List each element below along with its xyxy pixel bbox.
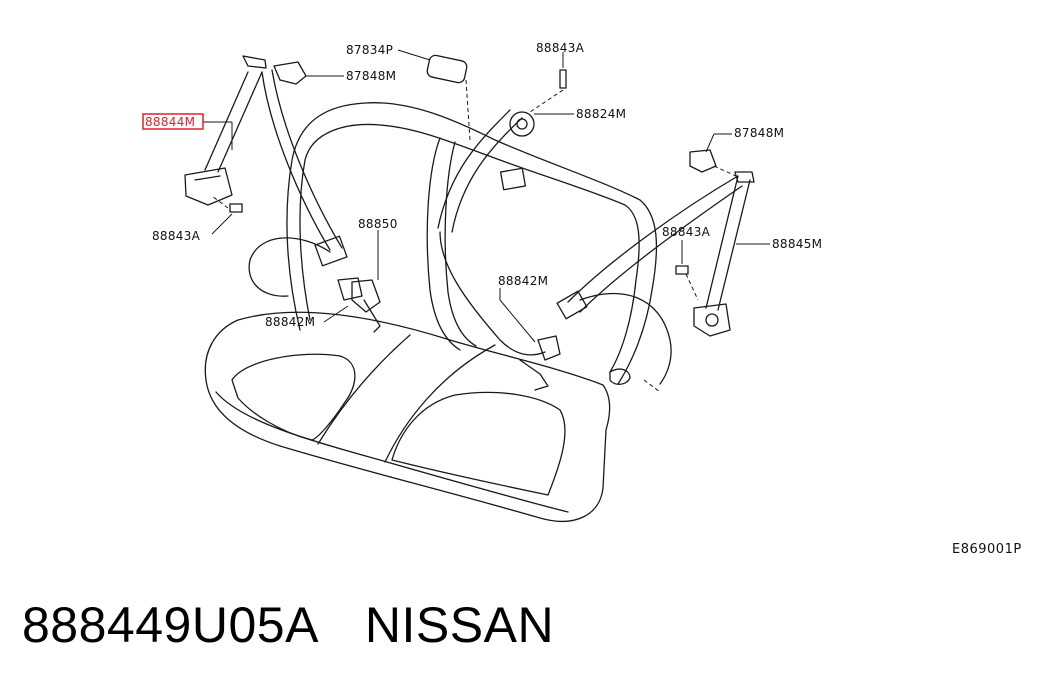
part-number: 888449U05A bbox=[22, 597, 319, 653]
dash-left-anchor bbox=[643, 379, 661, 393]
left-buckle bbox=[351, 279, 381, 333]
leader-87834P bbox=[397, 49, 431, 61]
figure-code: E869001P bbox=[952, 542, 1022, 557]
seat-back-outline bbox=[286, 102, 658, 385]
center-retractor bbox=[509, 111, 535, 137]
seat-cushion-left-pad bbox=[231, 353, 356, 441]
label-88845M[interactable]: 88845M bbox=[772, 237, 822, 251]
right-hook-part bbox=[689, 149, 717, 173]
right-anchor bbox=[609, 368, 631, 385]
seat-back-center-seam bbox=[426, 137, 461, 351]
brand-name: NISSAN bbox=[364, 597, 555, 653]
seat-cushion-right-pad bbox=[391, 391, 566, 496]
right-anchor-top bbox=[734, 171, 755, 183]
label-88843A-left[interactable]: 88843A bbox=[152, 229, 201, 243]
label-87848M-left[interactable]: 87848M bbox=[346, 69, 396, 83]
label-88842M-left[interactable]: 88842M bbox=[265, 315, 315, 329]
label-87848M-right[interactable]: 87848M bbox=[734, 126, 784, 140]
label-88843A-top[interactable]: 88843A bbox=[536, 41, 585, 55]
left-belt-anchor-top bbox=[242, 55, 267, 69]
bolt-top-part bbox=[559, 69, 567, 89]
left-buckle-2 bbox=[337, 277, 363, 301]
leader-88842M-right-2 bbox=[499, 299, 536, 343]
dash-right-hook bbox=[713, 165, 737, 177]
part-footer: 888449U05A NISSAN bbox=[22, 596, 554, 654]
dash-bolt-top bbox=[529, 89, 564, 113]
right-belt-diagonal bbox=[567, 175, 743, 313]
dash-right-bolt bbox=[685, 273, 699, 301]
label-88824M[interactable]: 88824M bbox=[576, 107, 626, 121]
center-lap-belt bbox=[439, 231, 546, 356]
dash-left-bolt bbox=[211, 195, 229, 209]
right-belt-tongue bbox=[556, 290, 588, 320]
right-lap-belt bbox=[579, 292, 672, 385]
center-belt-guide bbox=[499, 167, 527, 191]
dash-cover bbox=[465, 79, 471, 141]
left-belt-diagonal bbox=[261, 69, 343, 251]
center-buckle bbox=[519, 335, 561, 391]
seat-cushion-divider bbox=[317, 334, 411, 445]
leader-88843A-left bbox=[211, 213, 233, 235]
label-88842M-right[interactable]: 88842M bbox=[498, 274, 548, 288]
right-retractor bbox=[693, 303, 731, 337]
seat-cushion-outline bbox=[204, 311, 611, 522]
seat-cushion-front-lip bbox=[215, 391, 569, 513]
label-87834P[interactable]: 87834P bbox=[346, 43, 393, 57]
label-88850[interactable]: 88850 bbox=[358, 217, 398, 231]
right-retractor-hub bbox=[705, 313, 719, 327]
seat-cushion-divider-2 bbox=[384, 344, 496, 463]
left-retractor bbox=[184, 167, 233, 206]
leader-88842M-left bbox=[323, 305, 349, 323]
left-hook-part bbox=[273, 61, 307, 85]
seat-back-center-seam-2 bbox=[444, 141, 477, 347]
left-lap-belt bbox=[248, 237, 331, 297]
bolt-right-part bbox=[675, 265, 689, 275]
right-belt-vertical bbox=[705, 175, 751, 311]
left-belt-vertical bbox=[204, 71, 263, 173]
bolt-left-part bbox=[229, 203, 243, 213]
cover-part bbox=[426, 54, 468, 84]
highlight-box bbox=[142, 113, 204, 130]
center-belt bbox=[437, 109, 523, 233]
leader-87848M-right-2 bbox=[705, 133, 715, 153]
left-belt-tongue bbox=[314, 235, 348, 267]
label-88843A-right[interactable]: 88843A bbox=[662, 225, 711, 239]
seat-back-inner bbox=[299, 123, 640, 373]
seat-belt-illustration: 88844M 88843A 87848M 87834P 88843A 88824… bbox=[142, 41, 822, 522]
center-retractor-hub bbox=[516, 118, 528, 130]
label-88844M[interactable]: 88844M bbox=[145, 115, 195, 129]
